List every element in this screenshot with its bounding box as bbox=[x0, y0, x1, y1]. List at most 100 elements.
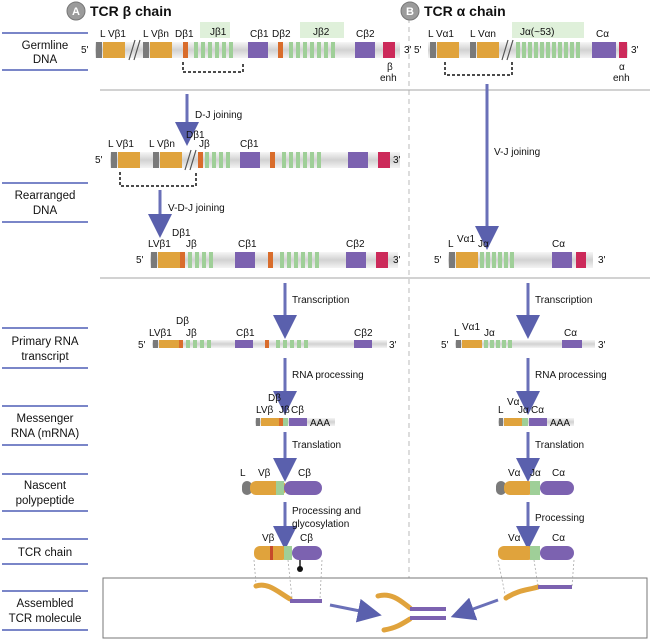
beta-vdj-3: 3' bbox=[393, 255, 401, 266]
folding-guides bbox=[253, 559, 575, 599]
mrna-label-va: Vα bbox=[507, 397, 520, 408]
panel-b-title: TCR α chain bbox=[424, 3, 506, 19]
mrna-label-jb: Jβ bbox=[279, 405, 290, 416]
assembled-box bbox=[102, 577, 648, 639]
dj-label-l-vbn: L Vβn bbox=[149, 139, 175, 150]
alpha-germline-strand bbox=[428, 22, 628, 76]
step-beta-processing-1: Processing and bbox=[292, 506, 361, 517]
beta-vdj-5: 5' bbox=[136, 255, 144, 266]
step-beta-rna-processing: RNA processing bbox=[292, 370, 364, 381]
nascent-label-cb: Cβ bbox=[298, 468, 311, 479]
step-vdj-joining: V-D-J joining bbox=[168, 203, 225, 214]
mrna-label-ja: Jα bbox=[518, 405, 529, 416]
panel-a-title: TCR β chain bbox=[90, 3, 172, 19]
alpha-germline-3: 3' bbox=[631, 45, 639, 56]
beta-dj-strand bbox=[110, 149, 400, 187]
label-l-vbn: L Vβn bbox=[143, 29, 169, 40]
alpha-nascent-polypeptide bbox=[496, 481, 574, 495]
jb2-header-band bbox=[300, 22, 344, 38]
chain-label-cb: Cβ bbox=[300, 533, 313, 544]
beta-vdj-strand bbox=[150, 252, 398, 268]
svg-text:DNA: DNA bbox=[33, 54, 58, 66]
label-l-vb1: L Vβ1 bbox=[100, 29, 126, 40]
side-labels: Germline DNA Rearranged DNA Primary RNA … bbox=[2, 32, 88, 631]
nascent-label-ca: Cα bbox=[552, 468, 565, 479]
panel-b-header: B TCR α chain bbox=[400, 1, 506, 21]
badge-b-icon bbox=[400, 1, 420, 21]
folded-beta-chain bbox=[253, 582, 322, 603]
side-label-primary: Primary RNA transcript bbox=[2, 327, 88, 369]
side-label-nascent: Nascent polypeptide bbox=[2, 473, 88, 512]
beta-dj-5: 5' bbox=[95, 155, 103, 166]
alpha-mrna bbox=[498, 418, 574, 426]
label-l-van: L Vαn bbox=[470, 29, 496, 40]
vdj-label-db1: Dβ1 bbox=[172, 228, 191, 239]
dj-label-cb1: Cβ1 bbox=[240, 139, 259, 150]
primary-label-l: L bbox=[454, 328, 460, 339]
vdj-label-cb2: Cβ2 bbox=[346, 239, 365, 250]
label-alpha-enh-2: enh bbox=[613, 73, 630, 84]
alpha-mrna-poly-a: AAA bbox=[550, 418, 570, 429]
label-beta-enh-2: enh bbox=[380, 73, 397, 84]
mrna-label-ca: Cα bbox=[531, 405, 544, 416]
nascent-label-va: Vα bbox=[508, 468, 521, 479]
svg-text:DNA: DNA bbox=[33, 205, 58, 217]
svg-text:Rearranged: Rearranged bbox=[15, 190, 76, 202]
vdj-label-jb: Jβ bbox=[186, 239, 197, 250]
primary-label-jb: Jβ bbox=[186, 328, 197, 339]
mrna-label-db: Dβ bbox=[268, 393, 281, 404]
beta-mrna bbox=[255, 418, 335, 426]
beta-nascent-polypeptide bbox=[242, 481, 322, 495]
step-alpha-transcription: Transcription bbox=[535, 295, 592, 306]
label-db2: Dβ2 bbox=[272, 29, 291, 40]
label-jb1: Jβ1 bbox=[210, 27, 227, 38]
alpha-tcr-chain bbox=[498, 546, 574, 560]
panel-a-header: A TCR β chain bbox=[66, 1, 172, 21]
beta-primary-rna bbox=[152, 340, 387, 348]
beta-germline-strand bbox=[95, 22, 400, 73]
side-label-mrna: Messenger RNA (mRNA) bbox=[2, 405, 88, 446]
label-ca: Cα bbox=[596, 29, 609, 40]
primary-label-ja: Jα bbox=[484, 328, 495, 339]
dj-label-db1: Dβ1 bbox=[186, 130, 205, 141]
side-label-chain: TCR chain bbox=[2, 538, 88, 565]
beta-primary-3: 3' bbox=[389, 340, 397, 351]
primary-label-ca: Cα bbox=[564, 328, 577, 339]
ja-header-band bbox=[512, 22, 584, 38]
glycosylation-icon bbox=[297, 566, 303, 572]
alpha-vj-3: 3' bbox=[598, 255, 606, 266]
label-l-va1: L Vα1 bbox=[428, 29, 454, 40]
beta-tcr-chain bbox=[254, 546, 322, 572]
primary-label-cb2: Cβ2 bbox=[354, 328, 373, 339]
alpha-primary-5: 5' bbox=[441, 340, 449, 351]
chain-label-vb: Vβ bbox=[262, 533, 275, 544]
mrna-label-cb: Cβ bbox=[291, 405, 304, 416]
mrna-label-l: L bbox=[498, 405, 504, 416]
vj-label-ja: Jα bbox=[478, 239, 489, 250]
step-beta-transcription: Transcription bbox=[292, 295, 349, 306]
alpha-germline-5: 5' bbox=[414, 45, 422, 56]
chain-label-ca: Cα bbox=[552, 533, 565, 544]
nascent-label-l: L bbox=[240, 468, 246, 479]
svg-text:TCR chain: TCR chain bbox=[18, 547, 72, 559]
alpha-vj-strand bbox=[448, 252, 593, 268]
label-cb1: Cβ1 bbox=[250, 29, 269, 40]
step-alpha-rna-processing: RNA processing bbox=[535, 370, 607, 381]
beta-mrna-poly-a: AAA bbox=[310, 418, 330, 429]
step-dj-joining: D-J joining bbox=[195, 110, 242, 121]
svg-text:TCR molecule: TCR molecule bbox=[9, 613, 82, 625]
svg-text:Primary RNA: Primary RNA bbox=[11, 336, 78, 348]
process-arrows bbox=[148, 84, 540, 550]
alpha-primary-3: 3' bbox=[598, 340, 606, 351]
badge-a: A bbox=[72, 6, 80, 18]
svg-text:Assembled: Assembled bbox=[17, 598, 74, 610]
nascent-label-ja: Jα bbox=[530, 468, 541, 479]
side-label-germline: Germline DNA bbox=[2, 32, 88, 71]
chain-label-va: Vα bbox=[508, 533, 521, 544]
svg-text:Germline: Germline bbox=[22, 40, 69, 52]
nascent-label-vb: Vβ bbox=[258, 468, 271, 479]
arrow-alpha-assembly bbox=[450, 597, 499, 621]
svg-text:Messenger: Messenger bbox=[17, 413, 74, 425]
label-cb2: Cβ2 bbox=[356, 29, 375, 40]
